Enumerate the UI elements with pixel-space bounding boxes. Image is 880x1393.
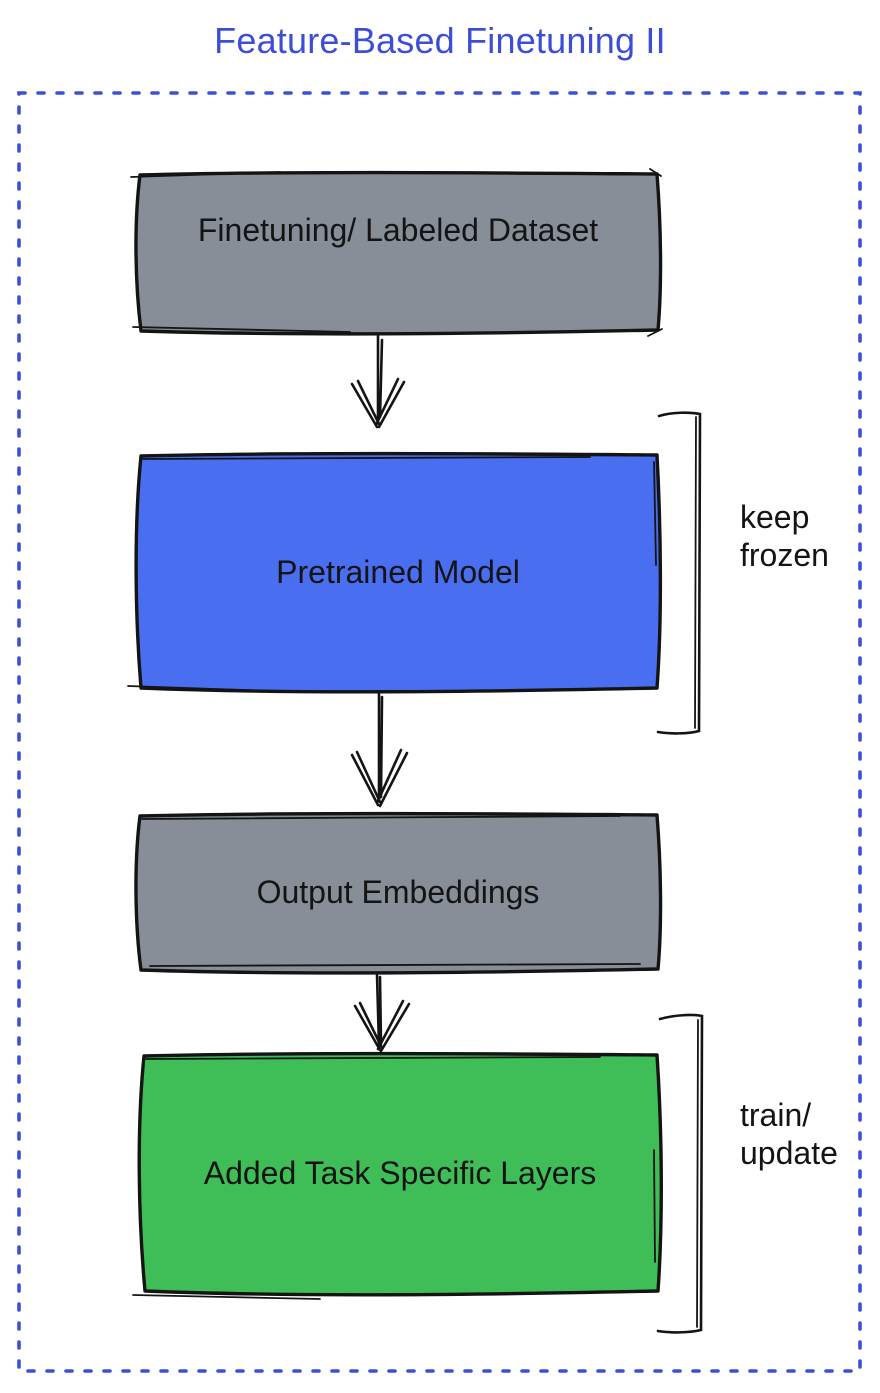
node-box-output-embeddings — [134, 811, 663, 975]
sketch-stroke — [132, 1294, 321, 1300]
sketch-stroke — [127, 685, 301, 693]
sketch-stroke — [145, 1056, 601, 1060]
sketch-stroke — [647, 168, 663, 337]
arrow-embeddings-to-task-layers — [353, 973, 411, 1053]
sketch-stroke — [132, 326, 351, 333]
sketch-stroke — [142, 456, 591, 460]
node-box-dataset — [134, 170, 663, 336]
bracket-train-update — [656, 1013, 704, 1334]
dotted-frame — [17, 91, 862, 1373]
sketch-stroke — [149, 963, 641, 967]
arrow-dataset-to-pretrained — [350, 334, 406, 429]
sketch-stroke — [653, 1149, 656, 1263]
annotation-line: keep — [740, 499, 810, 535]
node-box-task-layers — [137, 1051, 663, 1297]
annotation-train-update: train/ update — [740, 1096, 838, 1172]
node-box-pretrained-model — [134, 451, 663, 694]
annotation-line: train/ — [740, 1097, 812, 1133]
annotation-line: frozen — [740, 537, 829, 573]
arrow-pretrained-to-embeddings — [350, 692, 409, 808]
sketch-stroke — [141, 815, 621, 820]
sketch-stroke — [653, 461, 657, 566]
diagram-title: Feature-Based Finetuning II — [214, 20, 666, 61]
bracket-keep-frozen — [656, 411, 702, 735]
annotation-keep-frozen: keep frozen — [740, 498, 829, 574]
annotation-line: update — [740, 1135, 838, 1171]
sketch-stroke — [130, 171, 281, 178]
